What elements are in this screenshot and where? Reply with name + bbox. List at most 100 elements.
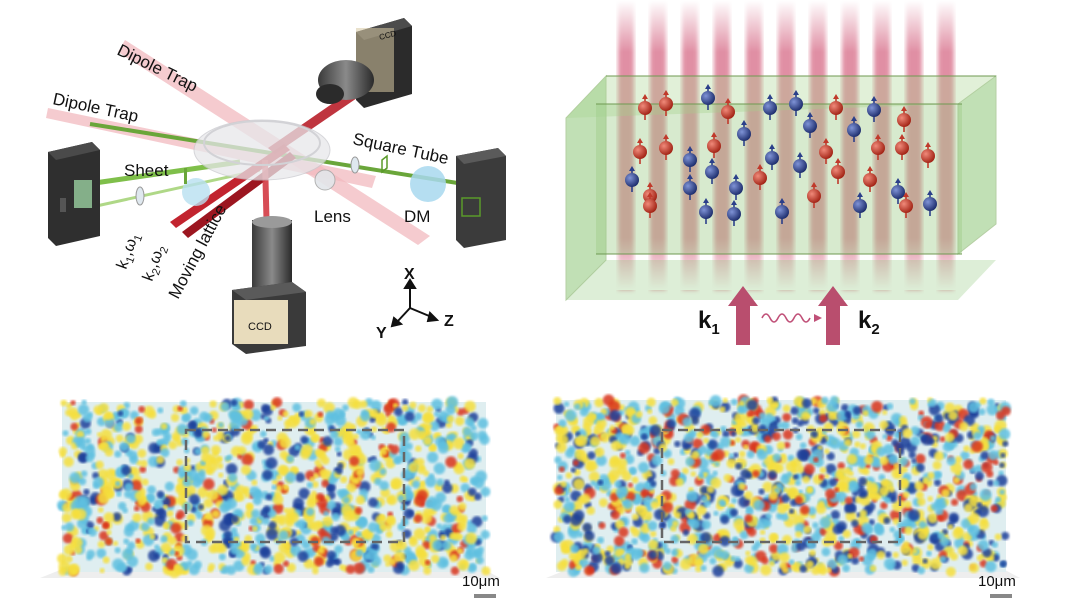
map-blob <box>58 567 67 576</box>
map-blob <box>70 422 79 431</box>
map-blob <box>464 400 476 413</box>
map-blob <box>258 515 264 521</box>
map-blob <box>883 557 896 570</box>
map-blob <box>980 437 989 446</box>
map-blob <box>149 533 156 540</box>
map-blob <box>97 469 109 480</box>
map-blob <box>413 528 426 540</box>
dipole-trap-label-1: Dipole Trap <box>114 41 200 96</box>
map-blob <box>945 566 956 577</box>
map-blob <box>768 491 778 501</box>
map-blob <box>355 531 362 538</box>
map-blob <box>776 441 786 450</box>
map-blob <box>647 476 654 483</box>
map-blob <box>262 469 273 481</box>
map-blob <box>782 412 792 422</box>
map-blob <box>210 445 221 456</box>
map-blob <box>671 549 679 557</box>
map-blob <box>743 444 749 450</box>
map-blob <box>334 544 343 554</box>
map-blob <box>648 539 659 550</box>
atom-red <box>638 94 652 120</box>
map-blob <box>811 430 819 438</box>
map-blob <box>768 543 779 554</box>
map-blob <box>883 517 891 525</box>
map-blob <box>339 564 346 571</box>
map-blob <box>880 479 889 488</box>
map-blob <box>1000 452 1006 458</box>
map-blob <box>744 555 754 565</box>
map-blob <box>809 549 816 557</box>
map-blob <box>413 514 423 523</box>
map-blob <box>385 524 392 531</box>
map-blob <box>76 430 85 439</box>
map-blob <box>272 478 279 485</box>
map-blob <box>351 537 361 547</box>
map-blob <box>417 404 426 413</box>
map-blob <box>706 485 715 494</box>
map-blob <box>696 505 707 516</box>
map-blob <box>888 486 895 493</box>
map-blob <box>974 464 984 474</box>
map-blob <box>563 401 570 407</box>
left-camera <box>48 142 100 246</box>
map-blob <box>310 433 320 443</box>
map-blob <box>791 467 798 475</box>
map-blob <box>755 550 767 562</box>
map-blob <box>720 425 727 433</box>
map-blob <box>464 458 476 470</box>
map-blob <box>636 505 648 517</box>
map-blob <box>712 470 718 476</box>
map-blob <box>590 436 601 447</box>
map-blob <box>125 547 133 555</box>
map-blob <box>627 482 634 488</box>
map-blob <box>613 535 625 547</box>
map-blob <box>988 450 999 461</box>
map-blob <box>236 493 245 502</box>
map-blob <box>712 565 724 577</box>
map-blob <box>558 419 567 428</box>
map-blob <box>121 465 132 476</box>
map-blob <box>884 551 892 558</box>
map-blob <box>251 479 258 486</box>
map-blob <box>904 526 913 535</box>
map-blob <box>203 498 214 508</box>
map-blob <box>855 420 863 429</box>
map-blob <box>179 400 187 407</box>
map-blob <box>596 412 605 421</box>
map-blob <box>85 453 94 463</box>
map-blob <box>999 561 1007 568</box>
map-blob <box>298 487 310 500</box>
map-blob <box>729 508 739 517</box>
map-blob <box>321 479 330 488</box>
map-blob <box>340 489 349 498</box>
map-blob <box>203 413 213 423</box>
lens-mid <box>314 169 336 191</box>
scalebar-left-label: 10μm <box>462 573 500 590</box>
map-blob <box>698 473 704 479</box>
map-blob <box>899 456 909 467</box>
map-blob <box>182 478 192 487</box>
map-blob <box>201 446 210 455</box>
map-blob <box>393 407 403 417</box>
map-blob <box>189 420 197 429</box>
map-blob <box>629 468 637 475</box>
map-blob <box>780 420 790 430</box>
map-blob <box>186 560 193 567</box>
map-blob <box>400 469 412 481</box>
map-blob <box>268 521 277 530</box>
map-blob <box>780 474 790 485</box>
atom-blue <box>847 116 861 142</box>
map-blob <box>554 456 562 464</box>
map-blob <box>783 441 791 449</box>
map-blob <box>156 439 163 446</box>
map-blob <box>575 431 581 437</box>
map-blob <box>458 502 467 511</box>
map-blob <box>422 411 433 423</box>
k2-arrow <box>818 286 848 345</box>
map-blob <box>367 521 379 533</box>
map-blob <box>401 404 409 412</box>
map-blob <box>998 470 1004 476</box>
map-blob <box>333 558 339 565</box>
map-blob <box>735 436 741 443</box>
